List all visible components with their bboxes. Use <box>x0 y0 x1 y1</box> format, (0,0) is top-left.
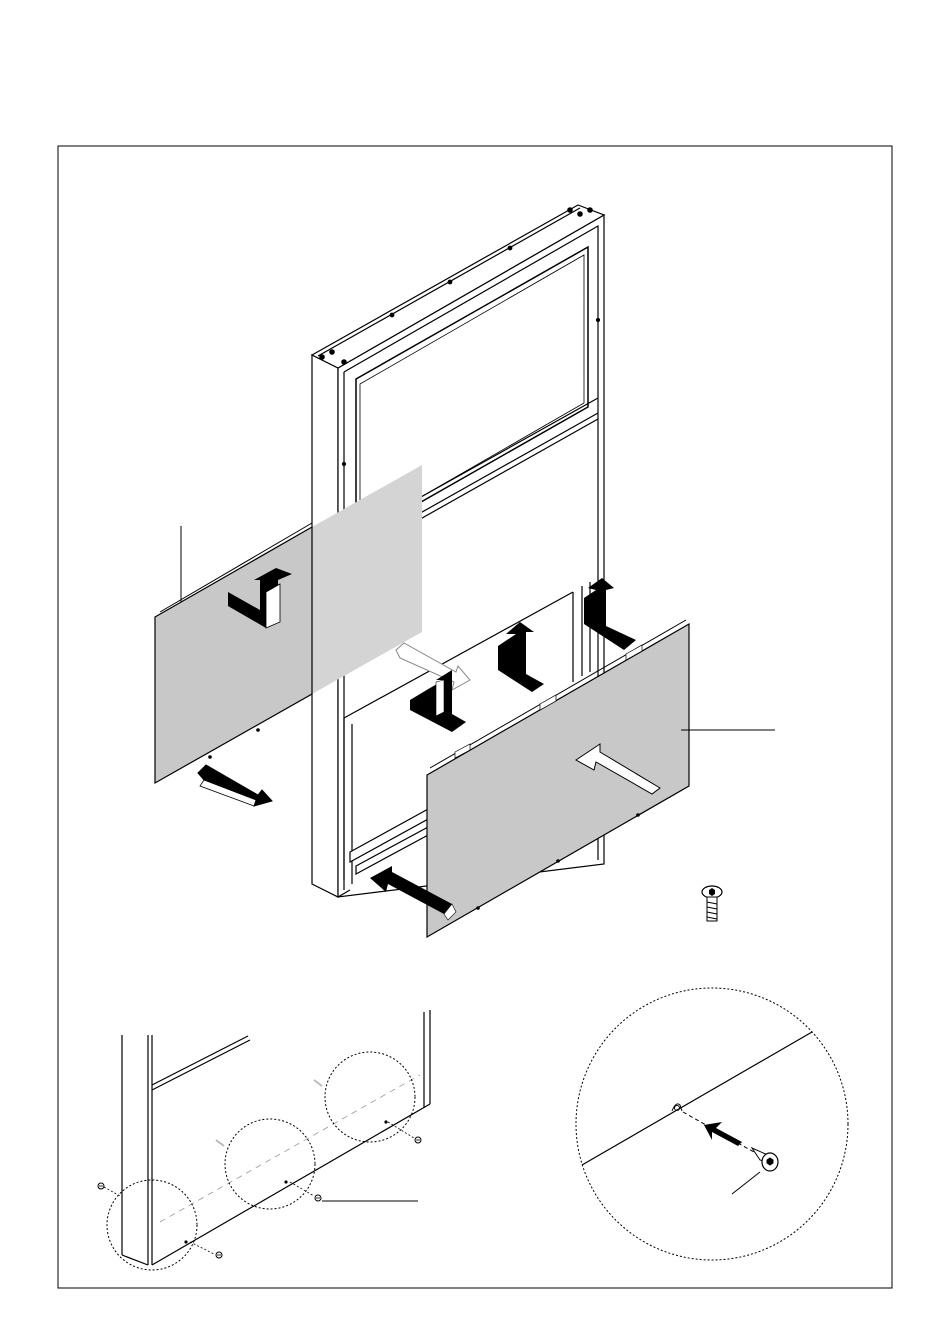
magnified-screw-detail <box>576 988 848 1260</box>
torx-screw-icon <box>702 886 722 921</box>
pull-out-arrow-icon <box>198 765 272 806</box>
bottom-edge-screw-detail <box>98 1010 430 1270</box>
leader-line-screw <box>732 1172 760 1194</box>
magnified-screw-icon <box>752 1148 778 1171</box>
insert-screw-arrow-icon <box>704 1122 742 1146</box>
